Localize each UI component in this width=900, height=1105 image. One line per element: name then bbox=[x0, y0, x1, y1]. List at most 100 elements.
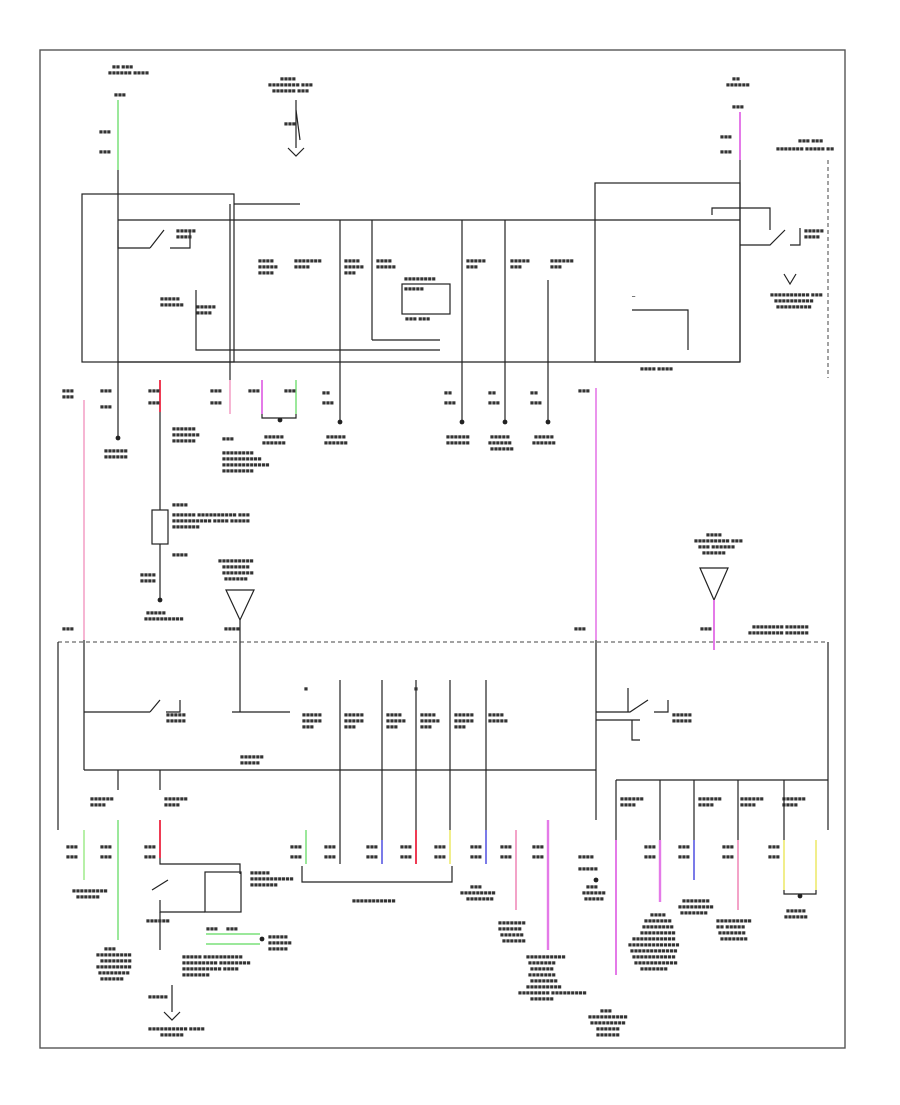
svg-text:■■■: ■■■ bbox=[434, 844, 446, 849]
svg-text:■■■: ■■■ bbox=[148, 388, 160, 393]
svg-text:■■■■■■■: ■■■■■■■ bbox=[172, 432, 200, 437]
svg-text:■■■■■■■: ■■■■■■■ bbox=[294, 258, 322, 263]
bottom-drops: ■■■■■■ ■■■■■■ ■■■■■■■■■■■■■■■ ■■■■■■■■■■… bbox=[66, 820, 817, 1037]
svg-text:■■■: ■■■ bbox=[470, 854, 482, 859]
svg-text:■■■: ■■■ bbox=[222, 436, 234, 441]
top-center-ground: ■■■■ ■■■■■■■■ ■■■ ■■■■■■ ■■■ ■■■ bbox=[268, 76, 313, 157]
svg-text:■■■■■: ■■■■■ bbox=[386, 718, 406, 723]
svg-text:■■■■■■: ■■■■■■ bbox=[160, 1032, 184, 1037]
svg-text:■■■: ■■■ bbox=[444, 400, 456, 405]
svg-text:■■■: ■■■ bbox=[700, 626, 712, 631]
svg-text:■■■■■■: ■■■■■■ bbox=[160, 302, 184, 307]
svg-text:■■■■■: ■■■■■ bbox=[534, 434, 554, 439]
svg-text:■■■■: ■■■■ bbox=[376, 258, 392, 263]
svg-text:■■■■■: ■■■■■ bbox=[146, 610, 166, 615]
svg-text:■■■■■■■: ■■■■■■■ bbox=[466, 896, 494, 901]
svg-text:■■■■■■■■■■■: ■■■■■■■■■■■ bbox=[634, 960, 678, 965]
svg-text:■■■■■■: ■■■■■■ bbox=[502, 938, 526, 943]
svg-text:■■■■■■: ■■■■■■ bbox=[104, 454, 128, 459]
svg-text:■■■■■: ■■■■■ bbox=[264, 434, 284, 439]
svg-text:■■■■■ ■■■■■■■■■■: ■■■■■ ■■■■■■■■■■ bbox=[182, 954, 243, 959]
svg-text:■■■■■■■■: ■■■■■■■■ bbox=[100, 958, 132, 963]
svg-text:■■■■■■■: ■■■■■■■ bbox=[644, 918, 672, 923]
svg-text:■■■■■■■■■: ■■■■■■■■■ bbox=[460, 890, 496, 895]
svg-text:■■■: ■■■ bbox=[100, 844, 112, 849]
svg-text:■■■: ■■■ bbox=[210, 388, 222, 393]
svg-text:■■■■■■■■■■: ■■■■■■■■■■ bbox=[526, 954, 566, 959]
svg-text:■■■■■■: ■■■■■■ bbox=[530, 966, 554, 971]
svg-text:■■■: ■■■ bbox=[720, 134, 732, 139]
svg-text:■■■■■: ■■■■■ bbox=[672, 712, 692, 717]
svg-text:■■■■■■■■: ■■■■■■■■ bbox=[404, 276, 436, 281]
svg-text:■■■: ■■■ bbox=[420, 724, 432, 729]
svg-text:■■■: ■■■ bbox=[290, 854, 302, 859]
svg-text:■■■■: ■■■■ bbox=[172, 502, 188, 507]
svg-text:■■■■■■■: ■■■■■■■ bbox=[250, 882, 278, 887]
svg-text:■■■■■■: ■■■■■■ bbox=[500, 932, 524, 937]
svg-text:■■■■■: ■■■■■ bbox=[302, 712, 322, 717]
relay-switch-icon-left bbox=[117, 229, 191, 249]
svg-text:■■■: ■■■ bbox=[324, 844, 336, 849]
svg-text:■■■: ■■■ bbox=[226, 926, 238, 931]
svg-text:■■■■■■■: ■■■■■■■ bbox=[498, 920, 526, 925]
svg-text:■■■■■■■■■ ■■■■■■: ■■■■■■■■■ ■■■■■■ bbox=[748, 630, 809, 635]
svg-text:■■■■■■: ■■■■■■ bbox=[262, 440, 286, 445]
svg-text:■■■■■■: ■■■■■■ bbox=[784, 914, 808, 919]
svg-text:■■■■■: ■■■■■ bbox=[404, 286, 424, 291]
svg-text:■■■: ■■■ bbox=[720, 149, 732, 154]
svg-text:■■■■■■■■■■■: ■■■■■■■■■■■ bbox=[632, 954, 676, 959]
svg-text:■■■: ■■■ bbox=[99, 129, 111, 134]
svg-text:■■■■: ■■■■ bbox=[224, 626, 240, 631]
svg-text:■■■■■■: ■■■■■■ bbox=[446, 440, 470, 445]
svg-text:■■■■■: ■■■■■ bbox=[344, 718, 364, 723]
svg-text:■■■■: ■■■■ bbox=[344, 258, 360, 263]
svg-text:■■■■■■: ■■■■■■ bbox=[268, 940, 292, 945]
svg-text:■■■■■: ■■■■■ bbox=[488, 718, 508, 723]
svg-text:■■■■: ■■■■ bbox=[706, 532, 722, 537]
svg-text:■■■■: ■■■■ bbox=[258, 270, 274, 275]
svg-text:■■■■■■■: ■■■■■■■ bbox=[528, 972, 556, 977]
svg-text:■■■■■■■■ ■■■: ■■■■■■■■ ■■■ bbox=[268, 82, 313, 87]
svg-text:■■■■■: ■■■■■ bbox=[584, 896, 604, 901]
svg-text:■■■■: ■■■■ bbox=[176, 234, 192, 239]
relay-switch-icon-lower-left bbox=[84, 699, 181, 713]
svg-text:■■■■■■: ■■■■■■ bbox=[596, 1026, 620, 1031]
svg-text:■■■: ■■■ bbox=[302, 724, 314, 729]
svg-text:■■■■■: ■■■■■ bbox=[196, 304, 216, 309]
svg-text:■■■■■: ■■■■■ bbox=[786, 908, 806, 913]
svg-text:■■■: ■■■ bbox=[732, 104, 744, 109]
svg-text:■■■■■■■■■: ■■■■■■■■■ bbox=[218, 558, 254, 563]
svg-text:■■■: ■■■ bbox=[722, 844, 734, 849]
svg-text:■■■■: ■■■■ bbox=[140, 572, 156, 577]
svg-text:■■■■■■: ■■■■■■ bbox=[530, 996, 554, 1001]
svg-text:■■■■■■: ■■■■■■ bbox=[446, 434, 470, 439]
svg-text:■■■: ■■■ bbox=[344, 270, 356, 275]
svg-text:■■■: ■■■ bbox=[768, 854, 780, 859]
svg-text:■■■■■■■■■: ■■■■■■■■■ bbox=[526, 984, 562, 989]
svg-text:■■■■■■: ■■■■■■ bbox=[702, 550, 726, 555]
svg-text:■■■■■■: ■■■■■■ bbox=[488, 440, 512, 445]
svg-text:■■: ■■ bbox=[732, 76, 740, 81]
svg-text:■■: ■■ bbox=[322, 390, 330, 395]
svg-text:■■: ■■ bbox=[488, 390, 496, 395]
svg-text:■■■■■■■■ ■■■■■■■■■: ■■■■■■■■ ■■■■■■■■■ bbox=[518, 990, 587, 995]
svg-text:■■■■■■: ■■■■■■ bbox=[490, 446, 514, 451]
svg-text:■■■■■■■■■ ■■■: ■■■■■■■■■ ■■■ bbox=[694, 538, 743, 543]
svg-text:■■■■■■■■ ■■■■■■: ■■■■■■■■ ■■■■■■ bbox=[752, 624, 809, 629]
svg-text:■■■■■: ■■■■■ bbox=[454, 712, 474, 717]
svg-text:■■■■■■ ■■■■■■■■■■ ■■■: ■■■■■■ ■■■■■■■■■■ ■■■ bbox=[172, 512, 250, 517]
svg-text:■■■: ■■■ bbox=[386, 724, 398, 729]
svg-text:■■■: ■■■ bbox=[550, 264, 562, 269]
svg-text:■■■■: ■■■■ bbox=[196, 310, 212, 315]
svg-text:■■■■ ■■■■: ■■■■ ■■■■ bbox=[640, 366, 673, 371]
svg-text:■■■■■■■: ■■■■■■■ bbox=[528, 960, 556, 965]
svg-text:■■■: ■■■ bbox=[434, 854, 446, 859]
svg-text:■■■■: ■■■■ bbox=[140, 578, 156, 583]
svg-text:■■■: ■■■ bbox=[344, 724, 356, 729]
svg-text:■■■: ■■■ bbox=[470, 844, 482, 849]
svg-text:■■■■■■■■■■ ■■■■: ■■■■■■■■■■ ■■■■ bbox=[148, 1026, 205, 1031]
svg-text:■■■: ■■■ bbox=[99, 149, 111, 154]
top-left-feed: ■■ ■■■ ■■■■■■ ■■■■ ■■■ ■■■ ■■■ bbox=[99, 64, 149, 362]
svg-text:■■■: ■■■ bbox=[210, 400, 222, 405]
svg-text:■■■■■■: ■■■■■■ bbox=[146, 918, 170, 923]
